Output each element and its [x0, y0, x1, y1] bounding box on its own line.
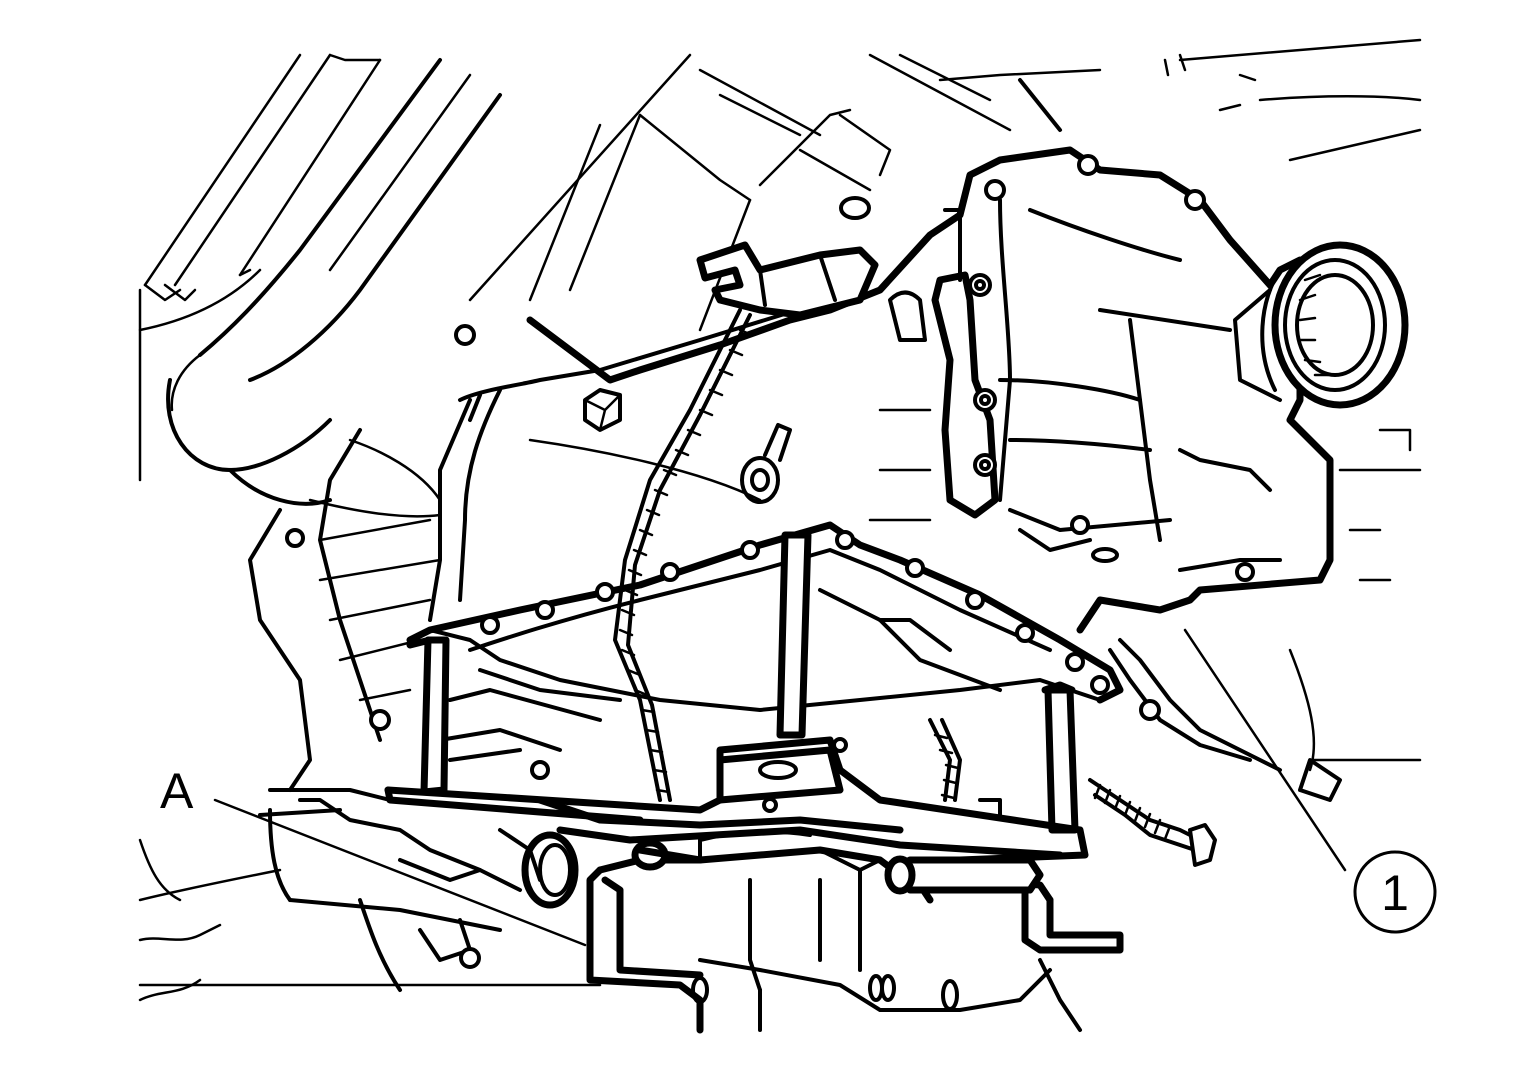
lifting-chain: [613, 308, 962, 802]
mount-bracket: [931, 208, 999, 519]
callout-circle: [1353, 850, 1437, 934]
leader-line-a: [213, 798, 587, 947]
callout-marker-1: 1: [1353, 850, 1437, 934]
engine-block: [248, 324, 476, 792]
wire-harness: [1088, 638, 1282, 867]
leader-line-1: [1183, 628, 1347, 872]
oil-pan: [406, 521, 1124, 762]
extension-housing: [984, 154, 1409, 582]
lower-pipes: [268, 798, 542, 992]
vehicle-frame-background: [138, 38, 1422, 1002]
lifting-hook-bracket: [696, 241, 879, 319]
callout-label-a: A: [160, 763, 194, 819]
transmission-jack-frame: [258, 531, 1124, 1034]
callout-label-1: 1: [1381, 865, 1409, 921]
callout-leaders: [213, 628, 1347, 947]
